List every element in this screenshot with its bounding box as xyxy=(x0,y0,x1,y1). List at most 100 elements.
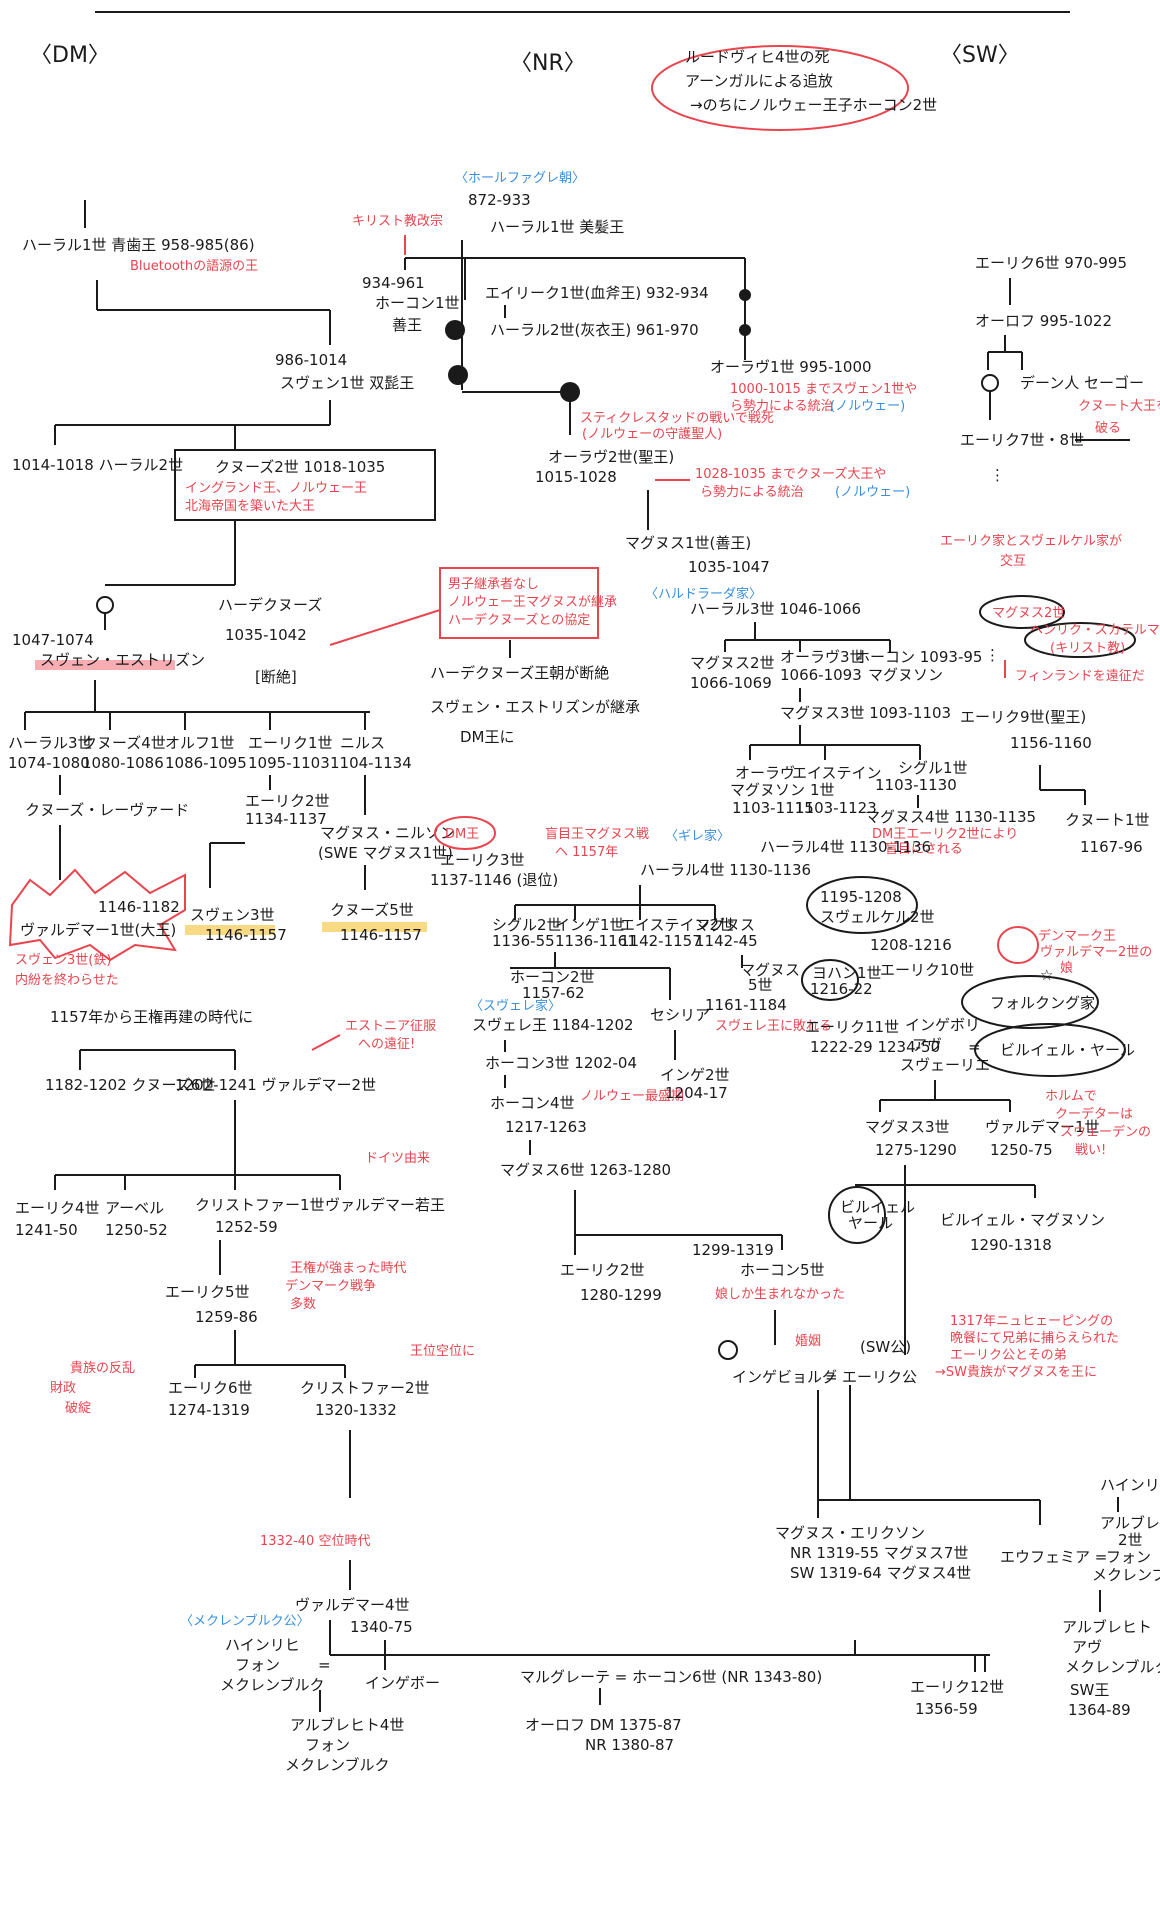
dm-albrecht-sw5: 1364-89 xyxy=(1068,1701,1131,1719)
dm-son1-name: クヌーズ4世 xyxy=(82,734,166,752)
nr-haakon4-note: ノルウェー最盛期 xyxy=(580,1089,684,1104)
dm-son4-years: 1104-1134 xyxy=(330,754,412,772)
dm-erik2-years: 1134-1137 xyxy=(245,810,327,828)
nr-magnus3: マグヌス3世 1093-1103 xyxy=(780,704,951,722)
nr-harald-fair-years: 872-933 xyxy=(468,191,531,209)
nr-haakon2: ホーコン2世 xyxy=(510,968,595,986)
nr-magnus5: マグヌス xyxy=(740,961,800,979)
dm-olav: オーロフ DM 1375-87 xyxy=(525,1716,682,1734)
nr-olaf3-years: 1066-1093 xyxy=(780,666,862,684)
dm-sweyn3: スヴェン3世 xyxy=(190,906,275,924)
nr-magnus5b: 5世 xyxy=(748,976,773,994)
nr-erik-blood: エイリーク1世(血斧王) 932-934 xyxy=(485,284,709,302)
nr-magnus6: マグヌス6世 1263-1280 xyxy=(500,1161,671,1179)
sw-ingeborg4: スヴェーリエ xyxy=(900,1056,990,1074)
nr-blind-note2: ヘ 1157年 xyxy=(555,845,618,860)
nr-sw-paren: (SW公) xyxy=(860,1338,911,1356)
nr-sigurd: シグル1世 xyxy=(898,759,968,777)
dm-gen3-2-years: 1252-59 xyxy=(215,1218,278,1236)
dm-son2-years: 1086-1095 xyxy=(165,754,247,772)
dm-albrecht4-2: フォン xyxy=(305,1736,350,1754)
dm-nr-note-c: DM王に xyxy=(460,728,515,746)
nr-sverre-kid1-years: 1136-1161 xyxy=(555,932,637,950)
dm-erik5-note3: 多数 xyxy=(290,1296,316,1312)
nr-olaf1-note3: (ノルウェー) xyxy=(830,399,905,414)
dm-valdemar1-note2: 内紛を終わらせた xyxy=(15,972,119,988)
dm-sweyn3-years: 1146-1157 xyxy=(205,926,287,944)
dm-son0-name: ハーラル3世 xyxy=(8,734,93,752)
nr-oystein: エイステイン xyxy=(792,764,882,782)
dm-erik12: エーリク12世 xyxy=(910,1678,1004,1696)
sw-erik11-years: 1222-29 1234-50 xyxy=(810,1038,940,1056)
sw-equals-3: = xyxy=(968,1038,981,1056)
dm-margrethe-line: マルグレーテ = ホーコン6世 (NR 1343-80) xyxy=(520,1668,822,1686)
dm-erik6-years: 1274-1319 xyxy=(168,1401,250,1419)
sw-folkung: フォルクング家 xyxy=(990,994,1095,1012)
dm-magnus-note3: ハーデクヌーズとの協定 xyxy=(448,612,590,628)
dm-heinrich-4: フォン xyxy=(1106,1548,1151,1566)
nr-olaf2-years: 1015-1028 xyxy=(535,468,617,486)
sw-valdemar-note4: 戦い! xyxy=(1075,1143,1106,1158)
sw-erik10: エーリク10世 xyxy=(880,961,974,979)
dm-son2-name: オルフ1世 xyxy=(165,734,235,752)
dm-erik5-years: 1259-86 xyxy=(195,1308,258,1326)
nr-haakon1-note: 善王 xyxy=(392,316,422,334)
dm-erik5-note2: デンマーク戦争 xyxy=(285,1278,376,1294)
nr-sverre-kid2-name: エイステイン2世 xyxy=(620,916,734,934)
nr-harald-g: ハーラル4世 1130-1136 xyxy=(760,838,931,856)
nr-erik3-years: 1137-1146 (退位) xyxy=(430,871,558,889)
dm-interregnum: 1332-40 空位時代 xyxy=(260,1534,370,1549)
nr-erik-sw-note2: 晩餐にて兄弟に捕らえられた xyxy=(950,1330,1119,1346)
dm-valdemar1-years: 1146-1182 xyxy=(98,898,180,916)
sw-sverker2-years: 1195-1208 xyxy=(820,888,902,906)
nr-magnus2-years: 1066-1069 xyxy=(690,674,772,692)
sw-sverker-note1: ヘンリク・スカテルマン xyxy=(1030,623,1160,638)
dm-harald2: 1014-1018 ハーラル2世 xyxy=(12,456,183,474)
female-marker-circle xyxy=(96,596,114,614)
sw-estrid: デーン人 セーゴー xyxy=(1020,374,1144,392)
sw-valdemar-sw-years: 1250-75 xyxy=(990,1141,1053,1159)
dm-nr-note-a: ハーデクヌーズ王朝が断絶 xyxy=(430,664,609,682)
dm-equals-1: = xyxy=(318,1656,331,1674)
sw-knut1: クヌート1世 xyxy=(1065,811,1150,829)
nr-erik-sw-note1: 1317年ニュヒェーピングの xyxy=(950,1314,1113,1329)
dm-son0-years: 1074-1080 xyxy=(8,754,90,772)
nr-harald-g-main: ハーラル4世 1130-1136 xyxy=(640,861,811,879)
sw-erik11: エーリク11世 xyxy=(805,1018,899,1036)
header-dm: 〈DM〉 xyxy=(30,43,110,68)
dm-knud-lavard: クヌーズ・レーヴァード xyxy=(25,801,189,819)
nr-sverre-kid1-name: インゲ1世 xyxy=(555,916,625,934)
nr-note-line2: アーンガルによる追放 xyxy=(685,72,833,90)
dm-extinct: [断絶] xyxy=(255,668,297,686)
nr-equals-2: = xyxy=(825,1368,838,1386)
dm-gen3-0-years: 1241-50 xyxy=(15,1221,78,1239)
dm-heinrich-1: ハインリヒ xyxy=(1100,1476,1160,1494)
nr-dm-label: DM王 xyxy=(445,827,479,842)
dm-estonia2: への遠征! xyxy=(358,1037,415,1052)
nr-fair-label: 〈ホールファグレ朝〉 xyxy=(455,171,585,186)
dm-son4-name: ニルス xyxy=(340,734,385,752)
nr-haakon5-years: 1299-1319 xyxy=(692,1241,774,1259)
nr-magnus-eriksson3: SW 1319-64 マグヌス4世 xyxy=(790,1564,971,1582)
nr-oystein-years: 1103-1123 xyxy=(795,799,877,817)
nr-sverre-kid2-years: 1142-1157 xyxy=(620,932,702,950)
nr-magnus1: マグヌス1世(善王) xyxy=(625,534,751,552)
dm-cnut: クヌーズ2世 1018-1035 xyxy=(215,458,385,476)
nr-christian-note: キリスト教改宗 xyxy=(352,213,443,229)
nr-oystein2: 1世 xyxy=(810,781,835,799)
sw-john1-years: 1216-22 xyxy=(810,980,873,998)
nr-inge2-years: 1204-17 xyxy=(665,1084,728,1102)
dm-harald1: ハーラル1世 青歯王 958-985(86) xyxy=(22,236,255,254)
dm-valdemar4-years: 1340-75 xyxy=(350,1618,413,1636)
nr-note-line1: ルードヴィヒ4世の死 xyxy=(685,48,830,66)
dm-sweyn1: スヴェン1世 双髭王 xyxy=(280,374,414,392)
sw-john1: ヨハン1世 xyxy=(812,964,882,982)
dm-valdemar2: 1202-1241 ヴァルデマー2世 xyxy=(175,1076,376,1094)
dm-meck-henrik1: ハインリヒ xyxy=(225,1636,300,1654)
dm-cnut-note1: イングランド王、ノルウェー王 xyxy=(185,481,367,496)
sw-magnus-h: マグヌス2世 xyxy=(992,606,1065,621)
nr-magnus4: マグヌス4世 1130-1135 xyxy=(865,808,1036,826)
nr-cnut-rule1: 1028-1035 までクヌーズ大王や xyxy=(695,466,886,482)
dm-knud6: 1182-1202 クヌーズ6世 xyxy=(45,1076,215,1094)
nr-harald-fair: ハーラル1世 美髪王 xyxy=(490,218,624,236)
